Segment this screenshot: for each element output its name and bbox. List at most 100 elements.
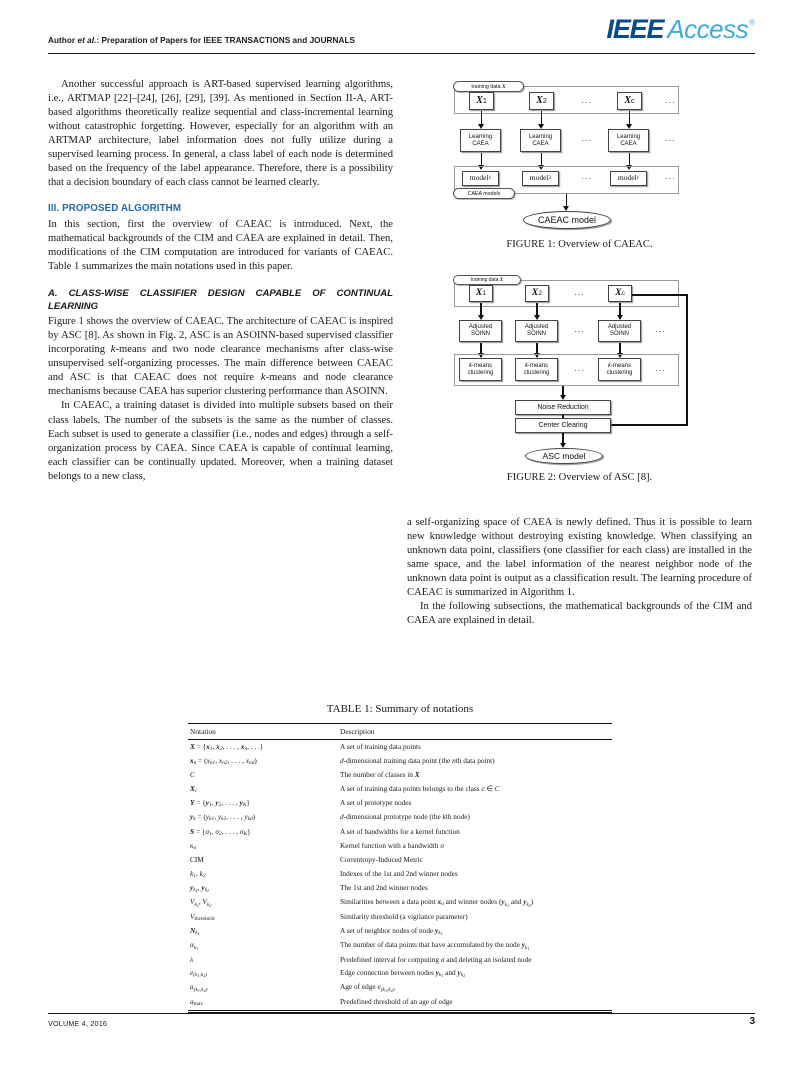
left-column: Another successful approach is ART-based… [48, 78, 393, 484]
table-cell-description: Kernel function with a bandwidth σ [340, 841, 444, 851]
figure1-arrow-1-head [478, 124, 484, 129]
figure1-arrow-5-line [540, 153, 543, 167]
figure-2: training data X X1 X2 ··· Xc ··· [407, 272, 752, 483]
figure1-training-data-group [454, 86, 679, 114]
section-heading-proposed-algorithm: III. PROPOSED ALGORITHM [48, 203, 182, 215]
table-cell-notation: yk1, yk2 [190, 882, 209, 894]
figure1-output-label: CAEAC model [537, 215, 597, 225]
figure1-arrow-5-head [538, 165, 544, 170]
figure2-center-clearing-box: Center Clearing [515, 418, 611, 433]
table-cell-description: A set of bandwidths for a kernel functio… [340, 826, 460, 836]
figure1-learning-c-line1: Learning [616, 133, 641, 140]
table-cell-description: The number of classes in X [340, 770, 420, 780]
paragraph-caeac-architecture: Figure 1 shows the overview of CAEAC. Th… [48, 315, 393, 399]
figure2-training-data-group [454, 280, 679, 307]
column-header-notation: Notation [188, 723, 338, 740]
table-cell-notation: a(k1,k2) [190, 982, 208, 993]
figure2-arrow-2-head [533, 315, 540, 320]
table-cell-notation: Xc [190, 783, 198, 794]
figure2-arrow-7-line [562, 386, 564, 397]
figure1-learning-1-line2: CAEA [472, 140, 489, 147]
figure1-caea-models-group [454, 166, 679, 194]
table-row: κσ Kernel function with a bandwidth σ [188, 839, 612, 853]
figure2-kmeans-box-2: k-means clustering [515, 358, 558, 381]
table-cell-description: Age of edge e(k1,k2) [340, 982, 395, 993]
figure2-soinn-box-2: Adjusted SOINN [515, 320, 558, 342]
figure2-arrow-1-line [480, 303, 482, 317]
figure2-arrow-3-line [619, 303, 621, 317]
figure2-soinn-1-line1: Adjusted [468, 324, 493, 331]
table-row: a(k1,k2) Age of edge e(k1,k2) [188, 980, 612, 994]
figure2-soinn-c-line1: Adjusted [607, 324, 632, 331]
paragraph-following-subsections: In the following subsections, the mathem… [407, 601, 752, 627]
paragraph-section-intro: In this section, first the overview of C… [48, 219, 393, 273]
figure1-ellipsis-top: ··· [581, 98, 592, 107]
table-cell-notation: Y = {y1, y2, . . . , yK} [190, 797, 250, 809]
figure1-model-2-label: model [529, 173, 549, 183]
table-row: yk1, yk2 The 1st and 2nd winner nodes [188, 881, 612, 895]
table-row: k1, k2 Indexes of the 1st and 2nd winner … [188, 867, 612, 881]
table-cell-description: Indexes of the 1st and 2nd winner nodes [340, 868, 458, 878]
figure2-soinn-1-line2: SOINN [470, 331, 490, 337]
figure1-ellipsis-bot: ··· [581, 174, 592, 183]
figure1-learning-1-line1: Learning [468, 133, 493, 140]
table-row: Xc A set of training data points belongs … [188, 781, 612, 795]
subsection-heading-class-wise-classifier: A. CLASS-WISE CLASSIFIER DESIGN CAPABLE … [48, 288, 393, 312]
paragraph-caeac-subsets: In CAEAC, a training dataset is divided … [48, 400, 393, 482]
figure1-training-data-symbol: X [502, 83, 506, 90]
figure2-training-data-label: training data X [453, 275, 521, 285]
figure2-noise-reduction-box: Noise Reduction [515, 400, 611, 415]
table-cell-description: The 1st and 2nd winner nodes [340, 882, 428, 892]
figure2-kmeans-box-1: k-means clustering [459, 358, 502, 381]
figure2-kmeans-2-line1: k-means [524, 362, 548, 369]
table-bottom-double-rule [188, 1012, 612, 1014]
figure1-arrow-4-head [478, 165, 484, 170]
table-cell-description: Correntropy-Induced Metric [340, 855, 423, 865]
figure2-arrow-6-head [616, 353, 623, 358]
figure2-noise-reduction-label: Noise Reduction [537, 403, 589, 411]
table-cell-description: Similarities between a data point xn and… [340, 897, 534, 908]
notations-table-body: X = {x1, x2, . . . , xn, . . .} A set of … [188, 739, 612, 1011]
logo-trademark-icon: ® [749, 18, 755, 27]
table-cell-notation: κσ [190, 841, 197, 852]
running-head-italic: et al. [77, 36, 97, 45]
table-cell-notation: k1, k2 [190, 868, 206, 879]
figure2-soinn-2-line1: Adjusted [524, 324, 549, 331]
figure1-ellipsis-mid-2: ··· [665, 136, 676, 145]
table-row: CIM Correntropy-Induced Metric [188, 853, 612, 866]
figure2-kmeans-2-line2: clustering [523, 369, 550, 376]
figure2-arrow-9-head [559, 443, 566, 448]
table-cell-notation: S = {σ1, σ2, . . . , σK} [190, 826, 251, 837]
table-cell-notation: Vthreshold [190, 911, 215, 922]
figure-2-caption: FIGURE 2: Overview of ASC [8]. [506, 472, 653, 483]
figure2-training-data-text: training data [470, 277, 499, 283]
table-cell-notation: Nk1 [190, 926, 200, 937]
table-cell-description: A set of training data points belongs to… [340, 783, 500, 793]
figure1-output-oval: CAEAC model [523, 211, 611, 229]
figure1-arrow-2-head [538, 124, 544, 129]
table-cell-description: Predefined threshold of an age of edge [338, 994, 612, 1011]
table-cell-notation: X = {x1, x2, . . . , xn, . . .} [190, 741, 264, 752]
figure1-caea-models-label: CAEA models [453, 188, 515, 199]
figure1-ellipsis-bot-2: ··· [665, 174, 676, 183]
running-head: Author et al.: Preparation of Papers for… [48, 36, 355, 45]
figure2-arrow-9-line [562, 433, 564, 445]
column-header-description: Description [338, 723, 612, 740]
table-cell-description: Edge connection between nodes yk1 and yk… [340, 968, 466, 979]
figure2-kmeans-c-line2: clustering [606, 369, 633, 376]
figure1-arrow-2-line [540, 111, 543, 126]
table-cell-notation: yk = (yk1, yk2, . . . , ykd) [190, 812, 256, 823]
figure2-arrow-5-line [536, 343, 538, 355]
footer-volume: VOLUME 4, 2016 [48, 1019, 108, 1028]
table-cell-notation: CIM [190, 855, 204, 865]
figure2-kmeans-box-c: k-means clustering [598, 358, 641, 381]
table-cell-description: The number of data points that have accu… [340, 940, 530, 951]
figure1-arrow-final-line [565, 194, 568, 208]
